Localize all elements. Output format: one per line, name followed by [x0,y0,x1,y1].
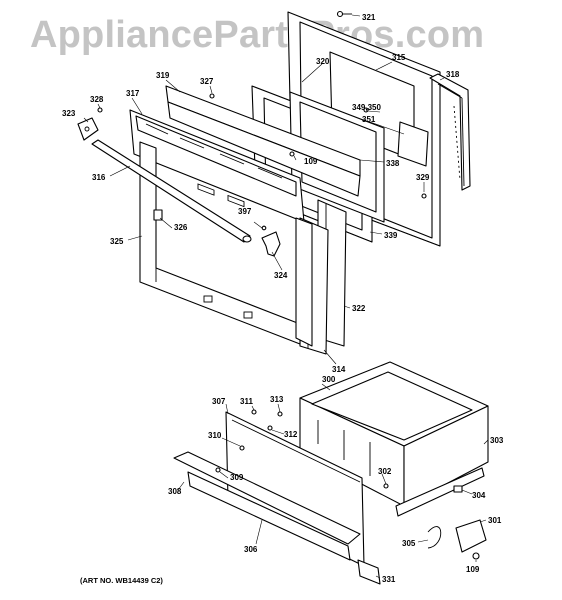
callout-323: 323 [62,109,76,118]
callout-316: 316 [92,173,106,182]
callout-351: 351 [362,115,376,124]
panel-trim [129,109,305,223]
callout-311: 311 [240,397,253,406]
watermark: AppliancePartsPros.com [30,14,485,56]
callout-313: 313 [270,395,284,404]
callout-326: 326 [174,223,188,232]
callout-320: 320 [316,57,330,66]
small-block [77,117,99,141]
callout-338: 338 [386,159,400,168]
drawer-rail [395,467,485,517]
leader-lines [83,14,489,579]
callout-349-350: 349,350 [352,103,381,112]
side-strip [429,73,471,191]
callout-308: 308 [168,487,182,496]
callout-339: 339 [384,231,398,240]
callout-304: 304 [472,491,486,500]
drawer-trim [357,559,381,585]
callout-328: 328 [90,95,104,104]
front-frame [139,141,313,347]
callout-318: 318 [446,70,460,79]
callout-300: 300 [322,375,336,384]
rod [91,139,252,243]
callout-301: 301 [488,516,502,525]
callout-109-upper: 109 [304,157,318,166]
clip [153,209,163,221]
callout-397: 397 [238,207,252,216]
callout-319: 319 [156,71,170,80]
callout-315: 315 [392,53,406,62]
callout-306: 306 [244,545,258,554]
callout-307: 307 [212,397,226,406]
callout-327: 327 [200,77,214,86]
callout-310: 310 [208,431,222,440]
callout-329: 329 [416,173,430,182]
art-number: (ART NO. WB14439 C2) [80,576,163,585]
drawer [299,361,489,507]
callout-324: 324 [274,271,288,280]
bracket [261,231,281,257]
lower-screws [215,409,463,493]
callout-312: 312 [284,430,298,439]
callout-321: 321 [362,13,376,22]
screws [97,10,427,231]
callout-317: 317 [126,89,140,98]
hinge-bracket [427,519,487,560]
callout-305: 305 [402,539,416,548]
callout-109-lower: 109 [466,565,480,574]
callout-331: 331 [382,575,396,584]
callout-314: 314 [332,365,346,374]
callout-303: 303 [490,436,504,445]
drawer-handle [173,451,361,561]
callout-325: 325 [110,237,124,246]
callout-labels: 321 320 315 318 319 327 317 328 323 349,… [62,13,504,584]
callout-302: 302 [378,467,392,476]
callout-322: 322 [352,304,366,313]
control-panel [165,85,361,208]
callout-309: 309 [230,473,244,482]
